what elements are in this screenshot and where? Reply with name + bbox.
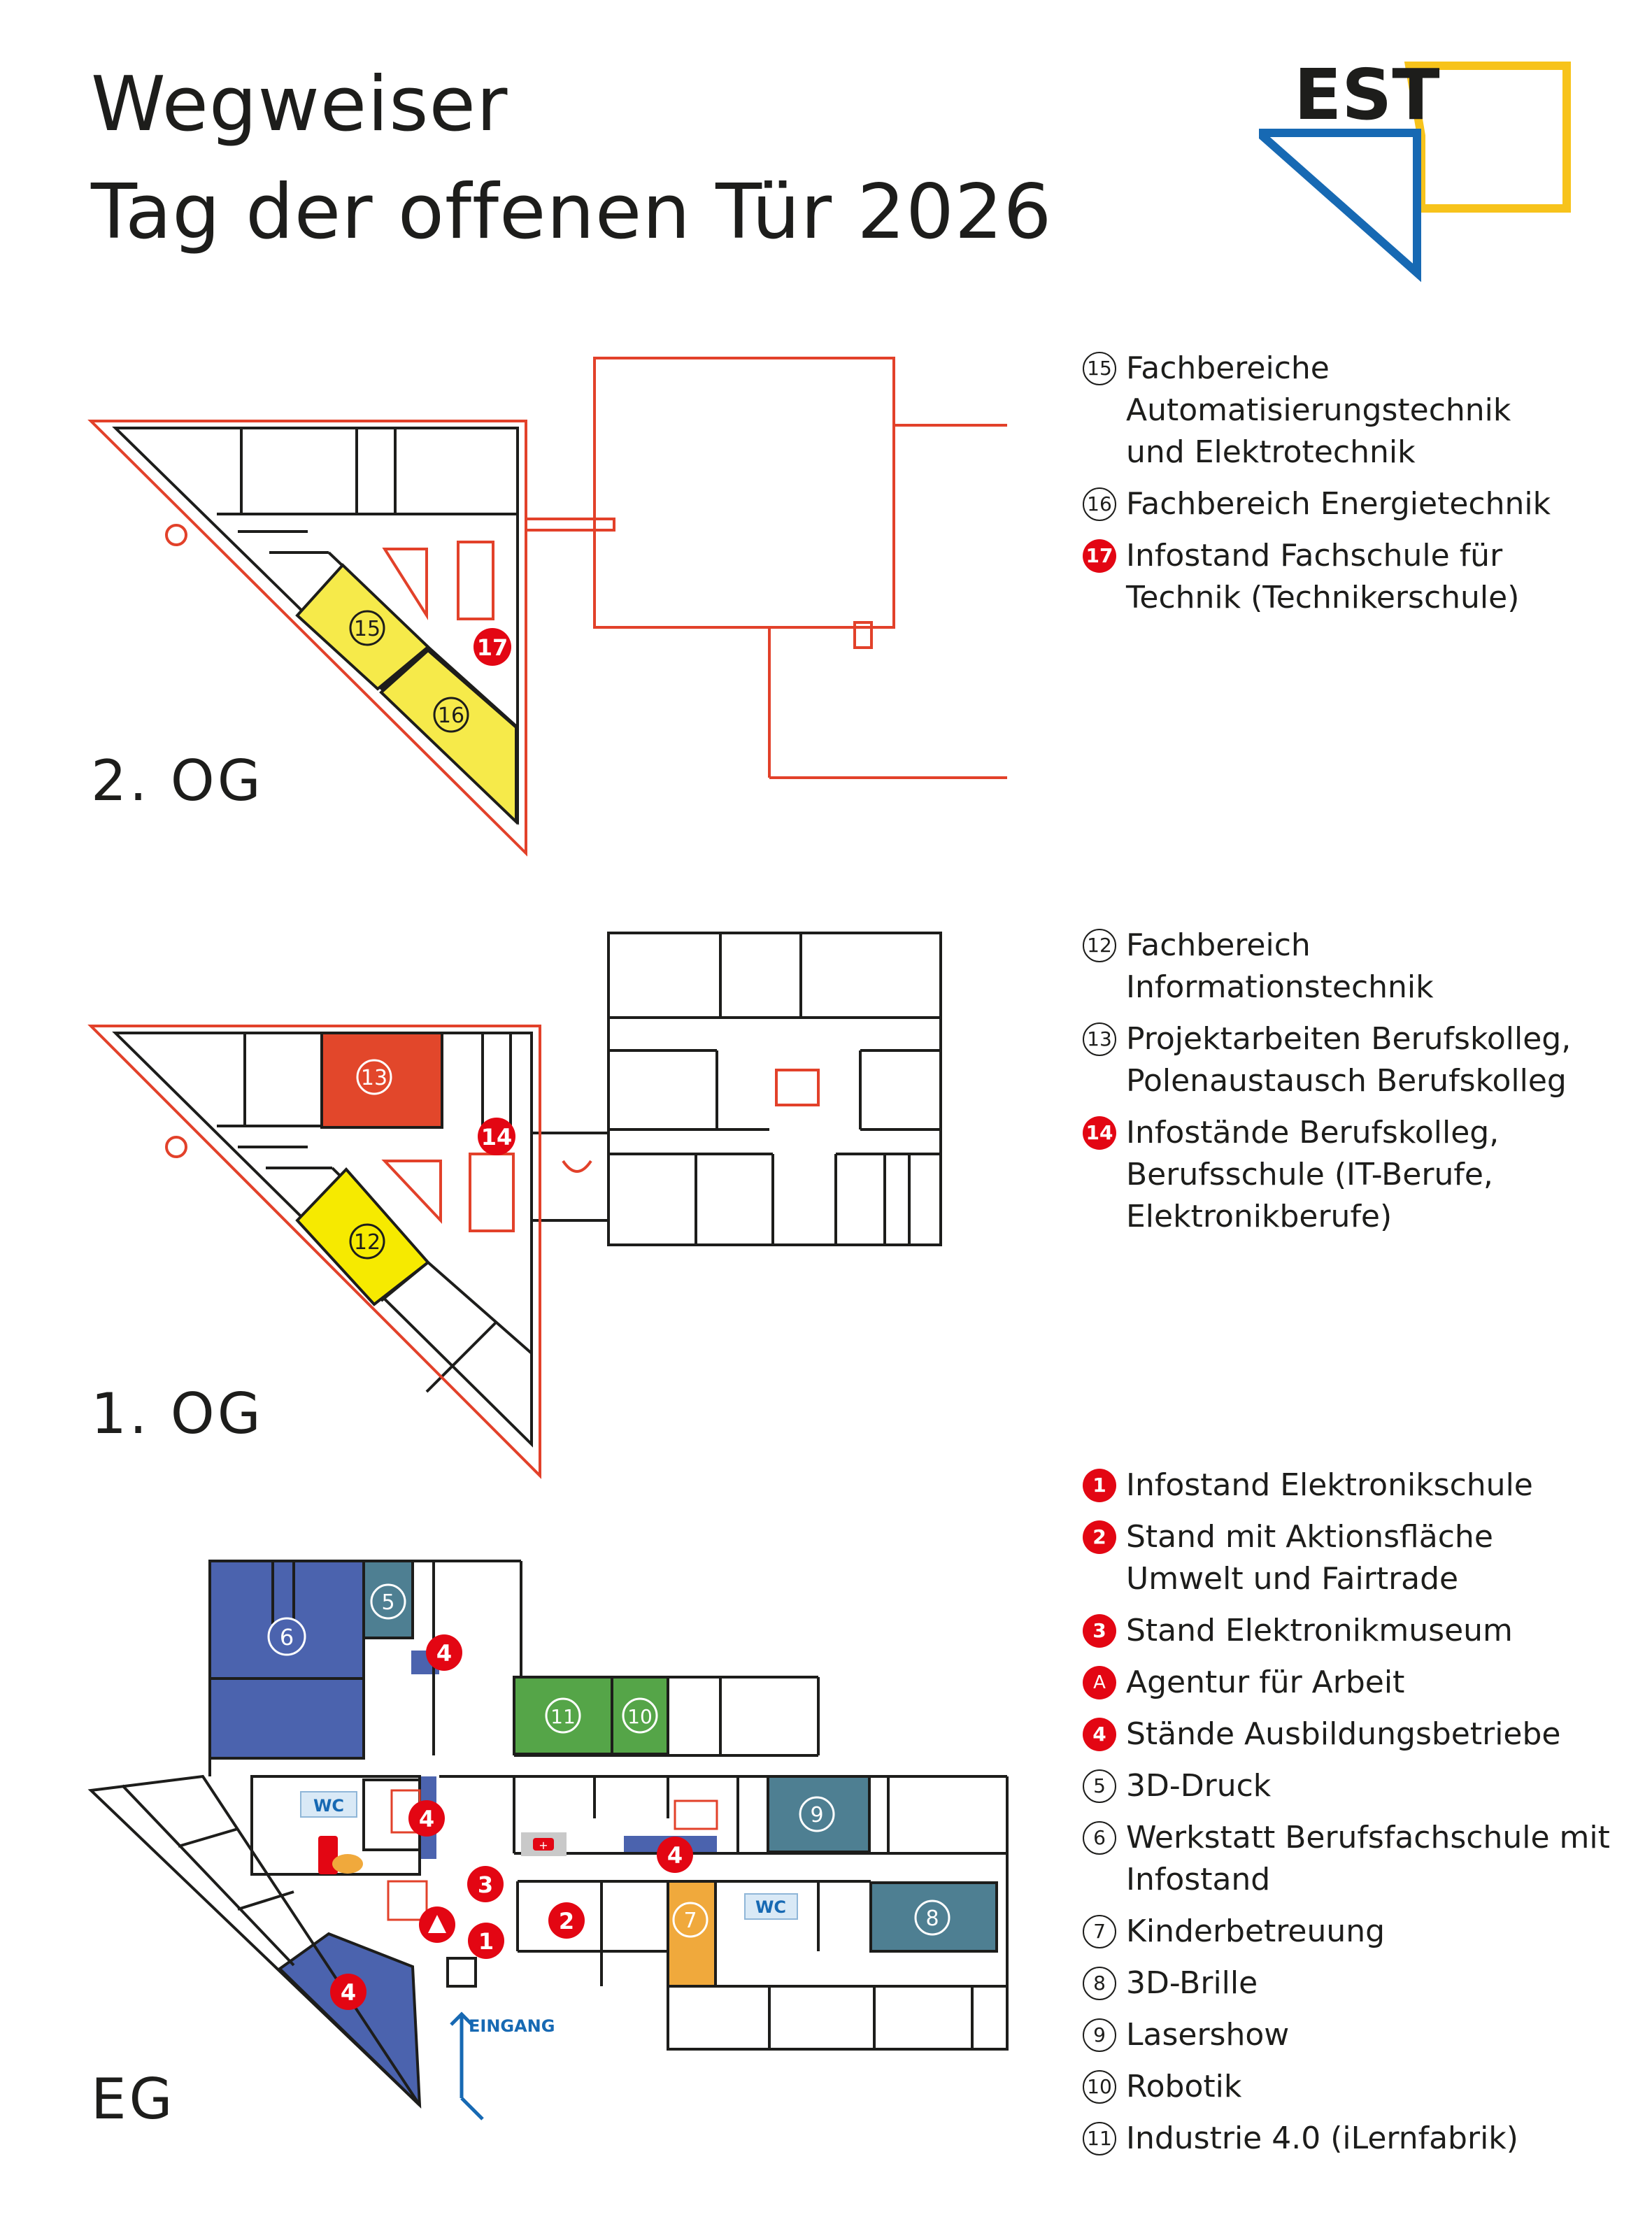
legend-num: 14 bbox=[1083, 1116, 1116, 1150]
legend-eg: 1 Infostand Elektronikschule 2 Stand mit A… bbox=[1083, 1464, 1610, 2169]
legend-text: 3D-Druck bbox=[1126, 1768, 1272, 1804]
legend-item: 10 Robotik bbox=[1083, 2066, 1610, 2108]
legend-text: Infostände Berufskolleg, Berufsschule (I… bbox=[1126, 1115, 1500, 1234]
floor-label-2og: 2. OG bbox=[91, 748, 264, 813]
agentur-icon: A bbox=[1083, 1666, 1116, 1699]
legend-text: Robotik bbox=[1126, 2069, 1242, 2104]
legend-num: 10 bbox=[1083, 2070, 1116, 2104]
room-16 bbox=[379, 648, 518, 825]
marker-11: 11 bbox=[550, 1705, 576, 1728]
est-logo: EST bbox=[1259, 54, 1571, 283]
marker-13: 13 bbox=[361, 1066, 387, 1090]
marker-12: 12 bbox=[354, 1230, 380, 1255]
legend-text: Projektarbeiten Berufskolleg, Polenausta… bbox=[1126, 1021, 1572, 1099]
wc-label-west: WC bbox=[313, 1796, 344, 1816]
room-6 bbox=[208, 1560, 365, 1760]
marker-4-east: 4 bbox=[667, 1842, 683, 1869]
legend-text: 3D-Brille bbox=[1126, 1965, 1258, 2001]
marker-4-north: 4 bbox=[436, 1640, 452, 1667]
page-title-line2: Tag der offenen Tür 2026 bbox=[91, 169, 1053, 256]
legend-text: Fachbereich Energietechnik bbox=[1126, 486, 1551, 522]
logo-yellow-square bbox=[1404, 62, 1571, 213]
marker-15: 15 bbox=[354, 617, 380, 641]
legend-num: 2 bbox=[1083, 1520, 1116, 1554]
floor-label-eg: EG bbox=[91, 2067, 176, 2132]
legend-num: 7 bbox=[1083, 1915, 1116, 1948]
legend-item: 15 Fachbereiche Automatisierungstechnik u… bbox=[1083, 348, 1551, 473]
page-title-line1: Wegweiser bbox=[91, 61, 508, 148]
legend-item: 16 Fachbereich Energietechnik bbox=[1083, 483, 1551, 525]
legend-item: 14 Infostände Berufskolleg, Berufsschule … bbox=[1083, 1112, 1571, 1238]
legend-item: 6 Werkstatt Berufsfachschule mit Infostan… bbox=[1083, 1817, 1610, 1901]
legend-1og: 12 Fachbereich Informationstechnik 13 Proj… bbox=[1083, 925, 1571, 1248]
legend-item: 13 Projektarbeiten Berufskolleg, Polenaus… bbox=[1083, 1018, 1571, 1102]
marker-17: 17 bbox=[477, 634, 508, 661]
marker-1: 1 bbox=[478, 1928, 494, 1955]
legend-item: 8 3D-Brille bbox=[1083, 1962, 1610, 2004]
legend-text: Stand Elektronikmuseum bbox=[1126, 1613, 1513, 1648]
legend-text: Stände Ausbildungsbetriebe bbox=[1126, 1716, 1561, 1752]
marker-4-southwest: 4 bbox=[341, 1979, 356, 2006]
floorplan-1og: 13 14 12 bbox=[87, 932, 942, 1479]
legend-num: 4 bbox=[1083, 1718, 1116, 1751]
legend-text: Werkstatt Berufsfachschule mit Infostand bbox=[1126, 1820, 1610, 1897]
legend-item: 3 Stand Elektronikmuseum bbox=[1083, 1610, 1610, 1652]
legend-text: Infostand Elektronikschule bbox=[1126, 1467, 1533, 1503]
entrance-label: EINGANG bbox=[469, 2016, 555, 2036]
legend-2og: 15 Fachbereiche Automatisierungstechnik u… bbox=[1083, 348, 1551, 629]
legend-item: 4 Stände Ausbildungsbetriebe bbox=[1083, 1713, 1610, 1755]
floor-label-1og: 1. OG bbox=[91, 1381, 264, 1446]
legend-item: A Agentur für Arbeit bbox=[1083, 1662, 1610, 1704]
legend-num: 8 bbox=[1083, 1967, 1116, 2000]
legend-text: Fachbereiche Automatisierungstechnik und… bbox=[1126, 350, 1511, 470]
legend-item: 2 Stand mit Aktionsfläche Umwelt und Fair… bbox=[1083, 1516, 1610, 1600]
marker-16: 16 bbox=[438, 704, 464, 728]
marker-14: 14 bbox=[481, 1124, 513, 1150]
legend-item: 7 Kinderbetreuung bbox=[1083, 1911, 1610, 1953]
legend-num: 1 bbox=[1083, 1469, 1116, 1502]
logo-blue-triangle bbox=[1259, 129, 1421, 283]
floorplan-2og: 15 16 17 bbox=[87, 357, 1007, 857]
legend-num: 9 bbox=[1083, 2018, 1116, 2052]
marker-6: 6 bbox=[280, 1624, 294, 1651]
legend-num: 16 bbox=[1083, 487, 1116, 521]
marker-3: 3 bbox=[478, 1872, 493, 1898]
legend-num: 17 bbox=[1083, 539, 1116, 573]
marker-7: 7 bbox=[683, 1909, 697, 1933]
svg-text:+: + bbox=[539, 1839, 548, 1852]
legend-item: 5 3D-Druck bbox=[1083, 1765, 1610, 1807]
legend-num: 11 bbox=[1083, 2122, 1116, 2155]
marker-10: 10 bbox=[627, 1705, 653, 1728]
entrance-arrow-icon bbox=[450, 2011, 473, 2098]
legend-num: 5 bbox=[1083, 1769, 1116, 1803]
marker-9: 9 bbox=[810, 1803, 823, 1827]
legend-num: 3 bbox=[1083, 1614, 1116, 1648]
marker-4-center: 4 bbox=[419, 1806, 434, 1832]
food-icon bbox=[318, 1836, 363, 1874]
logo-text: EST bbox=[1294, 54, 1440, 136]
marker-2: 2 bbox=[559, 1908, 574, 1934]
room-4-southwest bbox=[277, 1932, 422, 2109]
legend-text: Industrie 4.0 (iLernfabrik) bbox=[1126, 2120, 1518, 2156]
legend-text: Lasershow bbox=[1126, 2017, 1290, 2053]
legend-item: 11 Industrie 4.0 (iLernfabrik) bbox=[1083, 2118, 1610, 2160]
legend-item: 1 Infostand Elektronikschule bbox=[1083, 1464, 1610, 1506]
legend-item: 12 Fachbereich Informationstechnik bbox=[1083, 925, 1571, 1008]
legend-text: Kinderbetreuung bbox=[1126, 1913, 1386, 1949]
legend-text: Agentur für Arbeit bbox=[1126, 1665, 1405, 1700]
marker-8: 8 bbox=[925, 1906, 939, 1931]
legend-item: 17 Infostand Fachschule für Technik (Tech… bbox=[1083, 535, 1551, 619]
legend-text: Fachbereich Informationstechnik bbox=[1126, 927, 1434, 1005]
wc-label-east: WC bbox=[755, 1897, 786, 1917]
legend-item: 9 Lasershow bbox=[1083, 2014, 1610, 2056]
marker-5: 5 bbox=[381, 1590, 394, 1615]
legend-num: 12 bbox=[1083, 929, 1116, 962]
legend-text: Infostand Fachschule für Technik (Techni… bbox=[1126, 538, 1520, 615]
legend-num: 15 bbox=[1083, 352, 1116, 385]
legend-num: 13 bbox=[1083, 1022, 1116, 1056]
legend-num: 6 bbox=[1083, 1821, 1116, 1855]
legend-text: Stand mit Aktionsfläche Umwelt und Fairt… bbox=[1126, 1519, 1493, 1597]
